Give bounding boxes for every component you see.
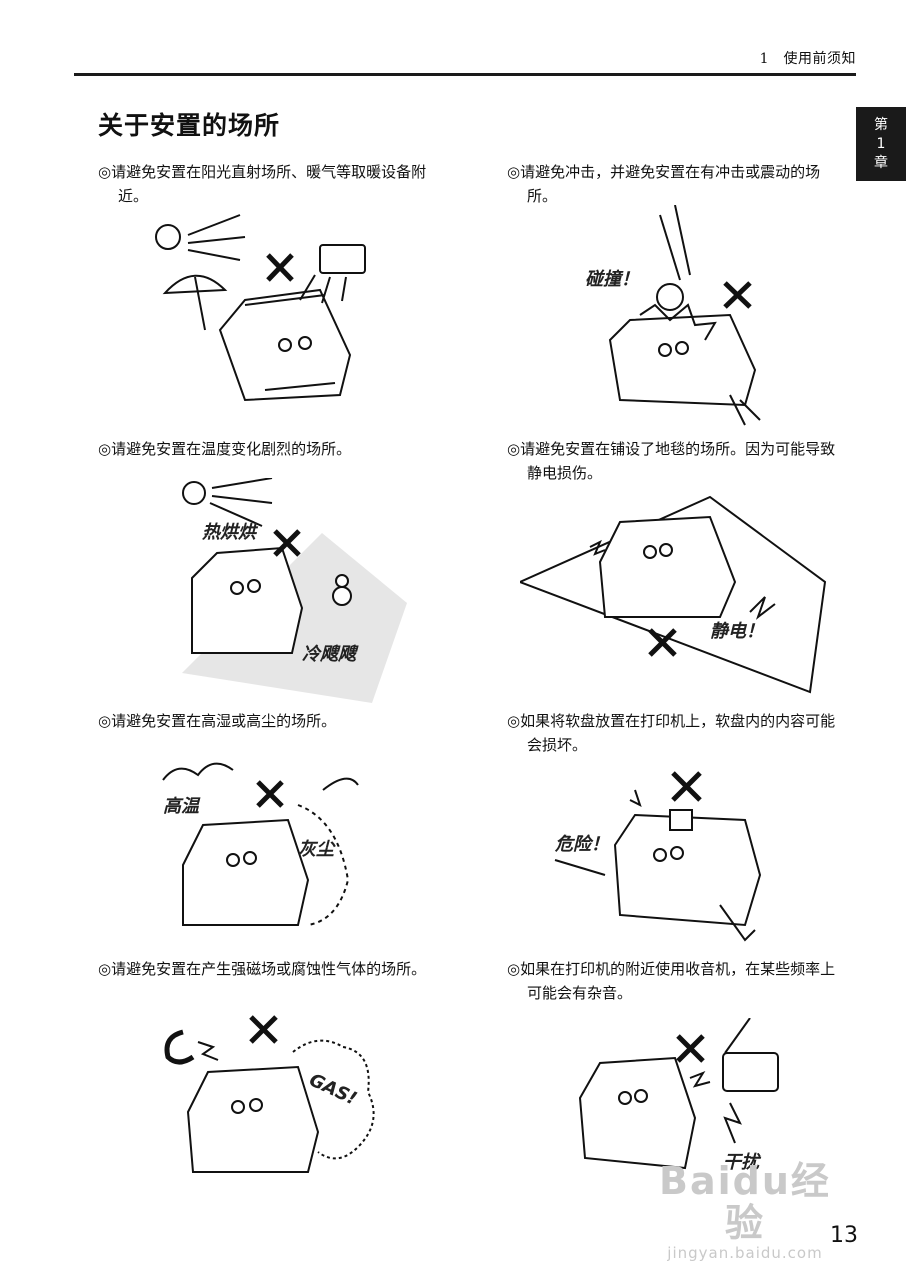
x-mark-icon — [671, 771, 702, 802]
x-mark-icon — [648, 628, 677, 657]
bullet-marker: ◎ — [98, 440, 112, 458]
x-mark-icon — [249, 1015, 278, 1044]
bullet-marker: ◎ — [98, 960, 112, 978]
x-mark-icon — [273, 529, 301, 557]
watermark-sub: jingyan.baidu.com — [667, 1244, 823, 1262]
floppy-disk-icon — [669, 809, 693, 831]
item-text: 请避免冲击，并避免安置在有冲击或震动的场所。 — [520, 163, 821, 205]
printer-icon — [218, 288, 352, 402]
placement-item-sunlight: ◎请避免安置在阳光直射场所、暖气等取暖设备附近。 — [98, 160, 438, 208]
heater-icon — [319, 244, 366, 274]
printer-icon — [182, 818, 310, 926]
bullet-marker: ◎ — [507, 960, 521, 978]
x-mark-icon — [266, 253, 294, 282]
art-label-hot: 热烘烘 — [201, 522, 259, 543]
art-label: 危险！ — [554, 834, 609, 855]
x-mark-icon — [256, 780, 284, 808]
item-text: 请避免安置在温度变化剧烈的场所。 — [111, 440, 352, 458]
printer-icon — [191, 546, 304, 654]
broom-icon — [322, 777, 359, 791]
snowman-icon — [335, 574, 349, 588]
art-label: 干扰 — [723, 1152, 762, 1173]
printer-icon — [578, 1056, 697, 1170]
item-text: 请避免安置在铺设了地毯的场所。因为可能导致静电损伤。 — [520, 440, 836, 482]
printer-icon — [608, 313, 757, 407]
watermark-main: Baidu经验 — [659, 1159, 831, 1245]
magnet-icon — [164, 1029, 195, 1065]
chapter-tab: 第 1 章 — [856, 107, 906, 181]
ball-icon — [656, 283, 684, 311]
illustration-humidity: 高温 灰尘 — [158, 750, 373, 940]
placement-item-floppy: ◎如果将软盘放置在打印机上，软盘内的内容可能会损坏。 — [507, 709, 847, 757]
printer-icon — [613, 813, 762, 927]
page-number: 13 — [830, 1223, 858, 1248]
chapter-tab-line1: 第 — [874, 116, 888, 133]
running-header: 1 使用前须知 — [759, 51, 856, 67]
umbrella-icon — [162, 274, 228, 295]
placement-item-magnetic: ◎请避免安置在产生强磁场或腐蚀性气体的场所。 — [98, 957, 438, 981]
bullet-marker: ◎ — [98, 712, 112, 730]
item-text: 如果在打印机的附近使用收音机，在某些频率上可能会有杂音。 — [520, 960, 836, 1002]
chapter-tab-line2: 1 — [876, 135, 886, 152]
illustration-magnetic: GAS! — [158, 1012, 388, 1182]
illustration-radio: 干扰 — [575, 1018, 790, 1178]
art-label-dust: 灰尘 — [298, 839, 336, 860]
bullet-marker: ◎ — [507, 712, 521, 730]
art-label-cold: 冷飕飕 — [302, 644, 359, 665]
page-title: 关于安置的场所 — [98, 111, 281, 140]
bullet-marker: ◎ — [507, 440, 521, 458]
illustration-temperature: 热烘烘 冷飕飕 — [172, 478, 417, 703]
x-mark-icon — [676, 1034, 705, 1063]
illustration-sunlight — [150, 205, 380, 420]
art-label-humid: 高温 — [163, 796, 201, 817]
bullet-marker: ◎ — [507, 163, 521, 181]
item-text: 请避免安置在阳光直射场所、暖气等取暖设备附近。 — [111, 163, 427, 205]
item-text: 请避免安置在产生强磁场或腐蚀性气体的场所。 — [111, 960, 427, 978]
illustration-shock: 碰撞！ — [580, 205, 780, 430]
watermark: Baidu经验 jingyan.baidu.com — [640, 1160, 850, 1262]
radio-icon — [722, 1052, 779, 1092]
art-label: 碰撞！ — [585, 269, 639, 290]
x-mark-icon — [723, 281, 752, 309]
chapter-tab-line3: 章 — [874, 154, 888, 171]
placement-item-humidity: ◎请避免安置在高湿或高尘的场所。 — [98, 709, 438, 733]
header-rule — [74, 73, 856, 76]
placement-item-temperature: ◎请避免安置在温度变化剧烈的场所。 — [98, 437, 438, 461]
illustration-carpet: 静电！ — [520, 492, 830, 697]
placement-item-radio: ◎如果在打印机的附近使用收音机，在某些频率上可能会有杂音。 — [507, 957, 847, 1005]
illustration-floppy: 危险！ — [545, 765, 770, 945]
item-text: 如果将软盘放置在打印机上，软盘内的内容可能会损坏。 — [520, 712, 836, 754]
item-text: 请避免安置在高湿或高尘的场所。 — [111, 712, 337, 730]
printer-icon — [186, 1065, 320, 1173]
printer-icon — [598, 515, 737, 618]
art-label: 静电！ — [710, 621, 764, 642]
placement-item-shock: ◎请避免冲击，并避免安置在有冲击或震动的场所。 — [507, 160, 847, 208]
placement-item-carpet: ◎请避免安置在铺设了地毯的场所。因为可能导致静电损伤。 — [507, 437, 847, 485]
sun-icon — [182, 481, 206, 505]
cloud-icon — [162, 762, 234, 781]
art-label: GAS! — [306, 1069, 360, 1109]
bullet-marker: ◎ — [98, 163, 112, 181]
sun-icon — [155, 224, 181, 250]
